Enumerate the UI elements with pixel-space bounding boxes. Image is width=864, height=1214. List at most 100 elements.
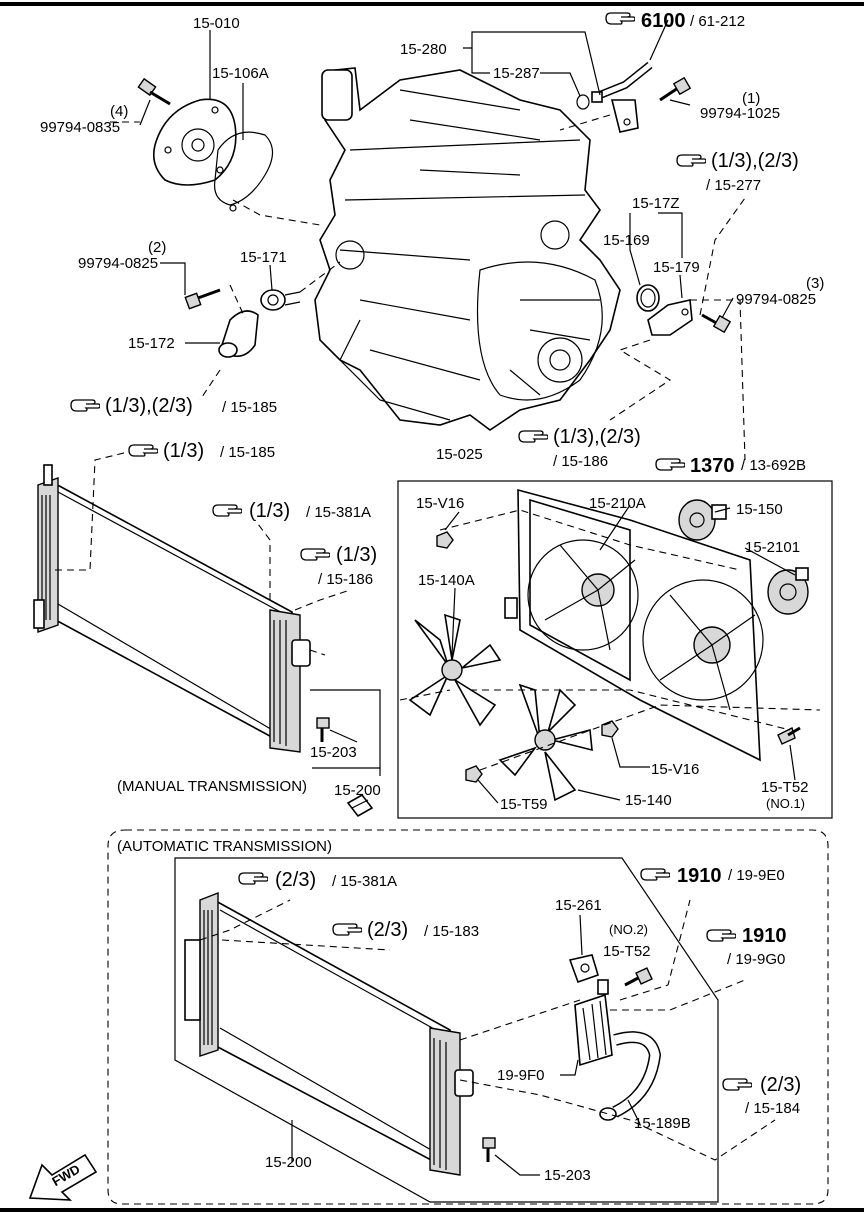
label-15-v16-b: 15-V16 (651, 761, 699, 778)
label-15-210a: 15-210A (589, 495, 646, 512)
label-15-172: 15-172 (128, 335, 175, 352)
radiator-manual (33, 464, 311, 753)
hand-icon (238, 872, 268, 885)
label-no2: (NO.2) (609, 922, 648, 937)
nut-15-v16-a (436, 531, 454, 549)
label-15-106a: 15-106A (212, 65, 269, 82)
ref-1-3-2-3-b: (1/3),(2/3) (105, 395, 193, 417)
label-no1: (NO.1) (766, 796, 805, 811)
ref-1-3-2-3-a: (1/3),(2/3) (711, 150, 799, 172)
fan-blade-15-140 (498, 683, 593, 802)
qty-1: (1) (742, 90, 760, 107)
ref-6100: 6100 (641, 10, 686, 32)
oring-15-169 (636, 284, 660, 312)
hose-15-189b (599, 1031, 662, 1121)
nut-15-t59 (465, 765, 483, 783)
ref-1370: 1370 (690, 455, 735, 477)
ref-15-277: / 15-277 (706, 177, 761, 194)
thermostat-cover-15-172 (218, 310, 259, 358)
screw-15-t52-no2 (624, 967, 653, 987)
label-15-150: 15-150 (736, 501, 783, 518)
ref-1-3-d: (1/3) (163, 440, 204, 462)
thermostat-15-171 (260, 289, 301, 311)
bolt-99794-1025 (659, 76, 692, 102)
ref-61-212: / 61-212 (690, 13, 745, 30)
label-15-t59: 15-T59 (500, 796, 548, 813)
qty-3: (3) (806, 275, 824, 292)
engine-block (314, 67, 621, 431)
label-15-v16-a: 15-V16 (416, 495, 464, 512)
hand-icon (332, 923, 362, 936)
label-15-189b: 15-189B (634, 1115, 691, 1132)
ref-13-692b: / 13-692B (741, 457, 806, 474)
label-15-261: 15-261 (555, 897, 602, 914)
housing-15-179 (647, 299, 693, 336)
ref-2-3-h: (2/3) (367, 919, 408, 941)
label-15-2101: 15-2101 (745, 539, 800, 556)
label-15-140a: 15-140A (418, 572, 475, 589)
clip-15-200-manual (346, 793, 374, 818)
ref-15-184: / 15-184 (745, 1100, 800, 1117)
clip-15-261 (568, 954, 599, 984)
dashed-lines (55, 114, 821, 1161)
automatic-transmission-label: (AUTOMATIC TRANSMISSION) (117, 838, 332, 855)
ref-1-3-2-3-c: (1/3),(2/3) (553, 426, 641, 448)
fan-motor-15-150 (678, 499, 727, 541)
label-15-010: 15-010 (193, 15, 240, 32)
bolt-99794-0825-left (184, 288, 221, 310)
label-15-203-manual: 15-203 (310, 744, 357, 761)
label-99794-0835: 99794-0835 (40, 119, 120, 136)
ref-1910-a: 1910 (677, 865, 722, 887)
manual-transmission-label: (MANUAL TRANSMISSION) (117, 778, 307, 795)
bolt-15-203-manual (316, 717, 330, 742)
ref-15-186-c: / 15-186 (553, 453, 608, 470)
hand-icon (212, 504, 242, 517)
label-15-169: 15-169 (603, 232, 650, 249)
text-layer: 15-010 15-106A 15-280 15-287 6100 / 61-2… (40, 10, 824, 1189)
ref-19-9g0: / 19-9G0 (727, 951, 785, 968)
label-19-9f0: 19-9F0 (497, 1067, 545, 1084)
fan-shroud-15-210a (504, 488, 764, 762)
fwd-arrow (28, 1153, 98, 1201)
label-15-203-auto: 15-203 (544, 1167, 591, 1184)
label-99794-0825-left: 99794-0825 (78, 255, 158, 272)
fan-blade-15-140a (408, 613, 502, 727)
label-15-140: 15-140 (625, 792, 672, 809)
label-15-179: 15-179 (653, 259, 700, 276)
label-15-200-manual: 15-200 (334, 782, 381, 799)
label-15-200-auto: 15-200 (265, 1154, 312, 1171)
leader-lines (139, 19, 796, 1176)
fan-motor-15-2101 (767, 567, 809, 615)
oil-cooler-19-9f0 (574, 979, 613, 1067)
label-15-17z: 15-17Z (632, 195, 680, 212)
ref-1-3-f: (1/3) (336, 544, 377, 566)
pipe-15-280 (576, 61, 653, 133)
hand-icon (706, 929, 736, 942)
hand-icon (70, 399, 100, 412)
qty-2: (2) (148, 239, 166, 256)
label-15-171: 15-171 (240, 249, 287, 266)
label-99794-0825-right: 99794-0825 (736, 291, 816, 308)
ref-15-185-b: / 15-185 (222, 399, 277, 416)
hand-icon (640, 868, 670, 881)
hand-icon (518, 430, 548, 443)
fan-assembly-box (397, 480, 833, 819)
automatic-dashed-frame (107, 829, 829, 1205)
ref-1910-b: 1910 (742, 925, 787, 947)
hand-icon (722, 1078, 752, 1091)
bolt-15-203-auto (482, 1137, 496, 1162)
label-15-t52-no2: 15-T52 (603, 943, 651, 960)
hand-icon (128, 444, 158, 457)
water-pump-15-010 (152, 98, 237, 186)
label-15-287: 15-287 (493, 65, 540, 82)
ref-15-186-f: / 15-186 (318, 571, 373, 588)
ref-15-381a-g: / 15-381A (332, 873, 397, 890)
ref-15-381a-e: / 15-381A (306, 504, 371, 521)
ref-15-185-d: / 15-185 (220, 444, 275, 461)
ref-2-3-i: (2/3) (760, 1074, 801, 1096)
ref-15-183: / 15-183 (424, 923, 479, 940)
ref-19-9e0: / 19-9E0 (728, 867, 785, 884)
label-15-t52-no1: 15-T52 (761, 779, 809, 796)
hand-icon (655, 458, 685, 471)
